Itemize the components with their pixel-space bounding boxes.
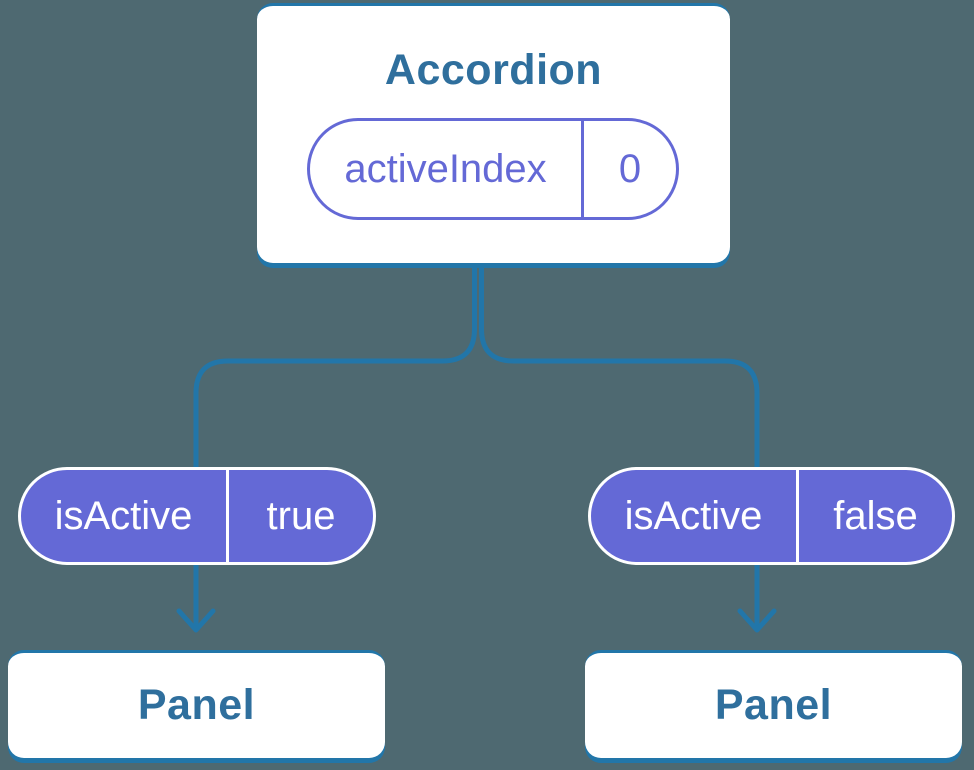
panel-node-card: Panel	[8, 650, 385, 758]
prop-pill-isactive-true: isActive true	[18, 467, 376, 565]
prop-value: false	[796, 470, 952, 562]
prop-value: 0	[581, 121, 676, 217]
node-title: Accordion	[384, 46, 603, 94]
arrow-down-icon	[176, 608, 216, 633]
accordion-node-card: Accordion activeIndex 0	[257, 3, 730, 263]
state-pill-activeindex: activeIndex 0	[307, 118, 679, 220]
arrow-down-icon	[737, 608, 777, 633]
prop-value: true	[226, 470, 373, 562]
prop-name: isActive	[54, 493, 193, 538]
panel-node-card: Panel	[585, 650, 962, 758]
connector-right-branch	[479, 268, 760, 629]
prop-name: isActive	[624, 493, 763, 538]
node-title: Panel	[714, 681, 833, 729]
node-title: Panel	[137, 681, 256, 729]
connector-left-branch	[193, 268, 477, 629]
prop-pill-isactive-false: isActive false	[588, 467, 955, 565]
prop-name: activeIndex	[344, 146, 547, 191]
